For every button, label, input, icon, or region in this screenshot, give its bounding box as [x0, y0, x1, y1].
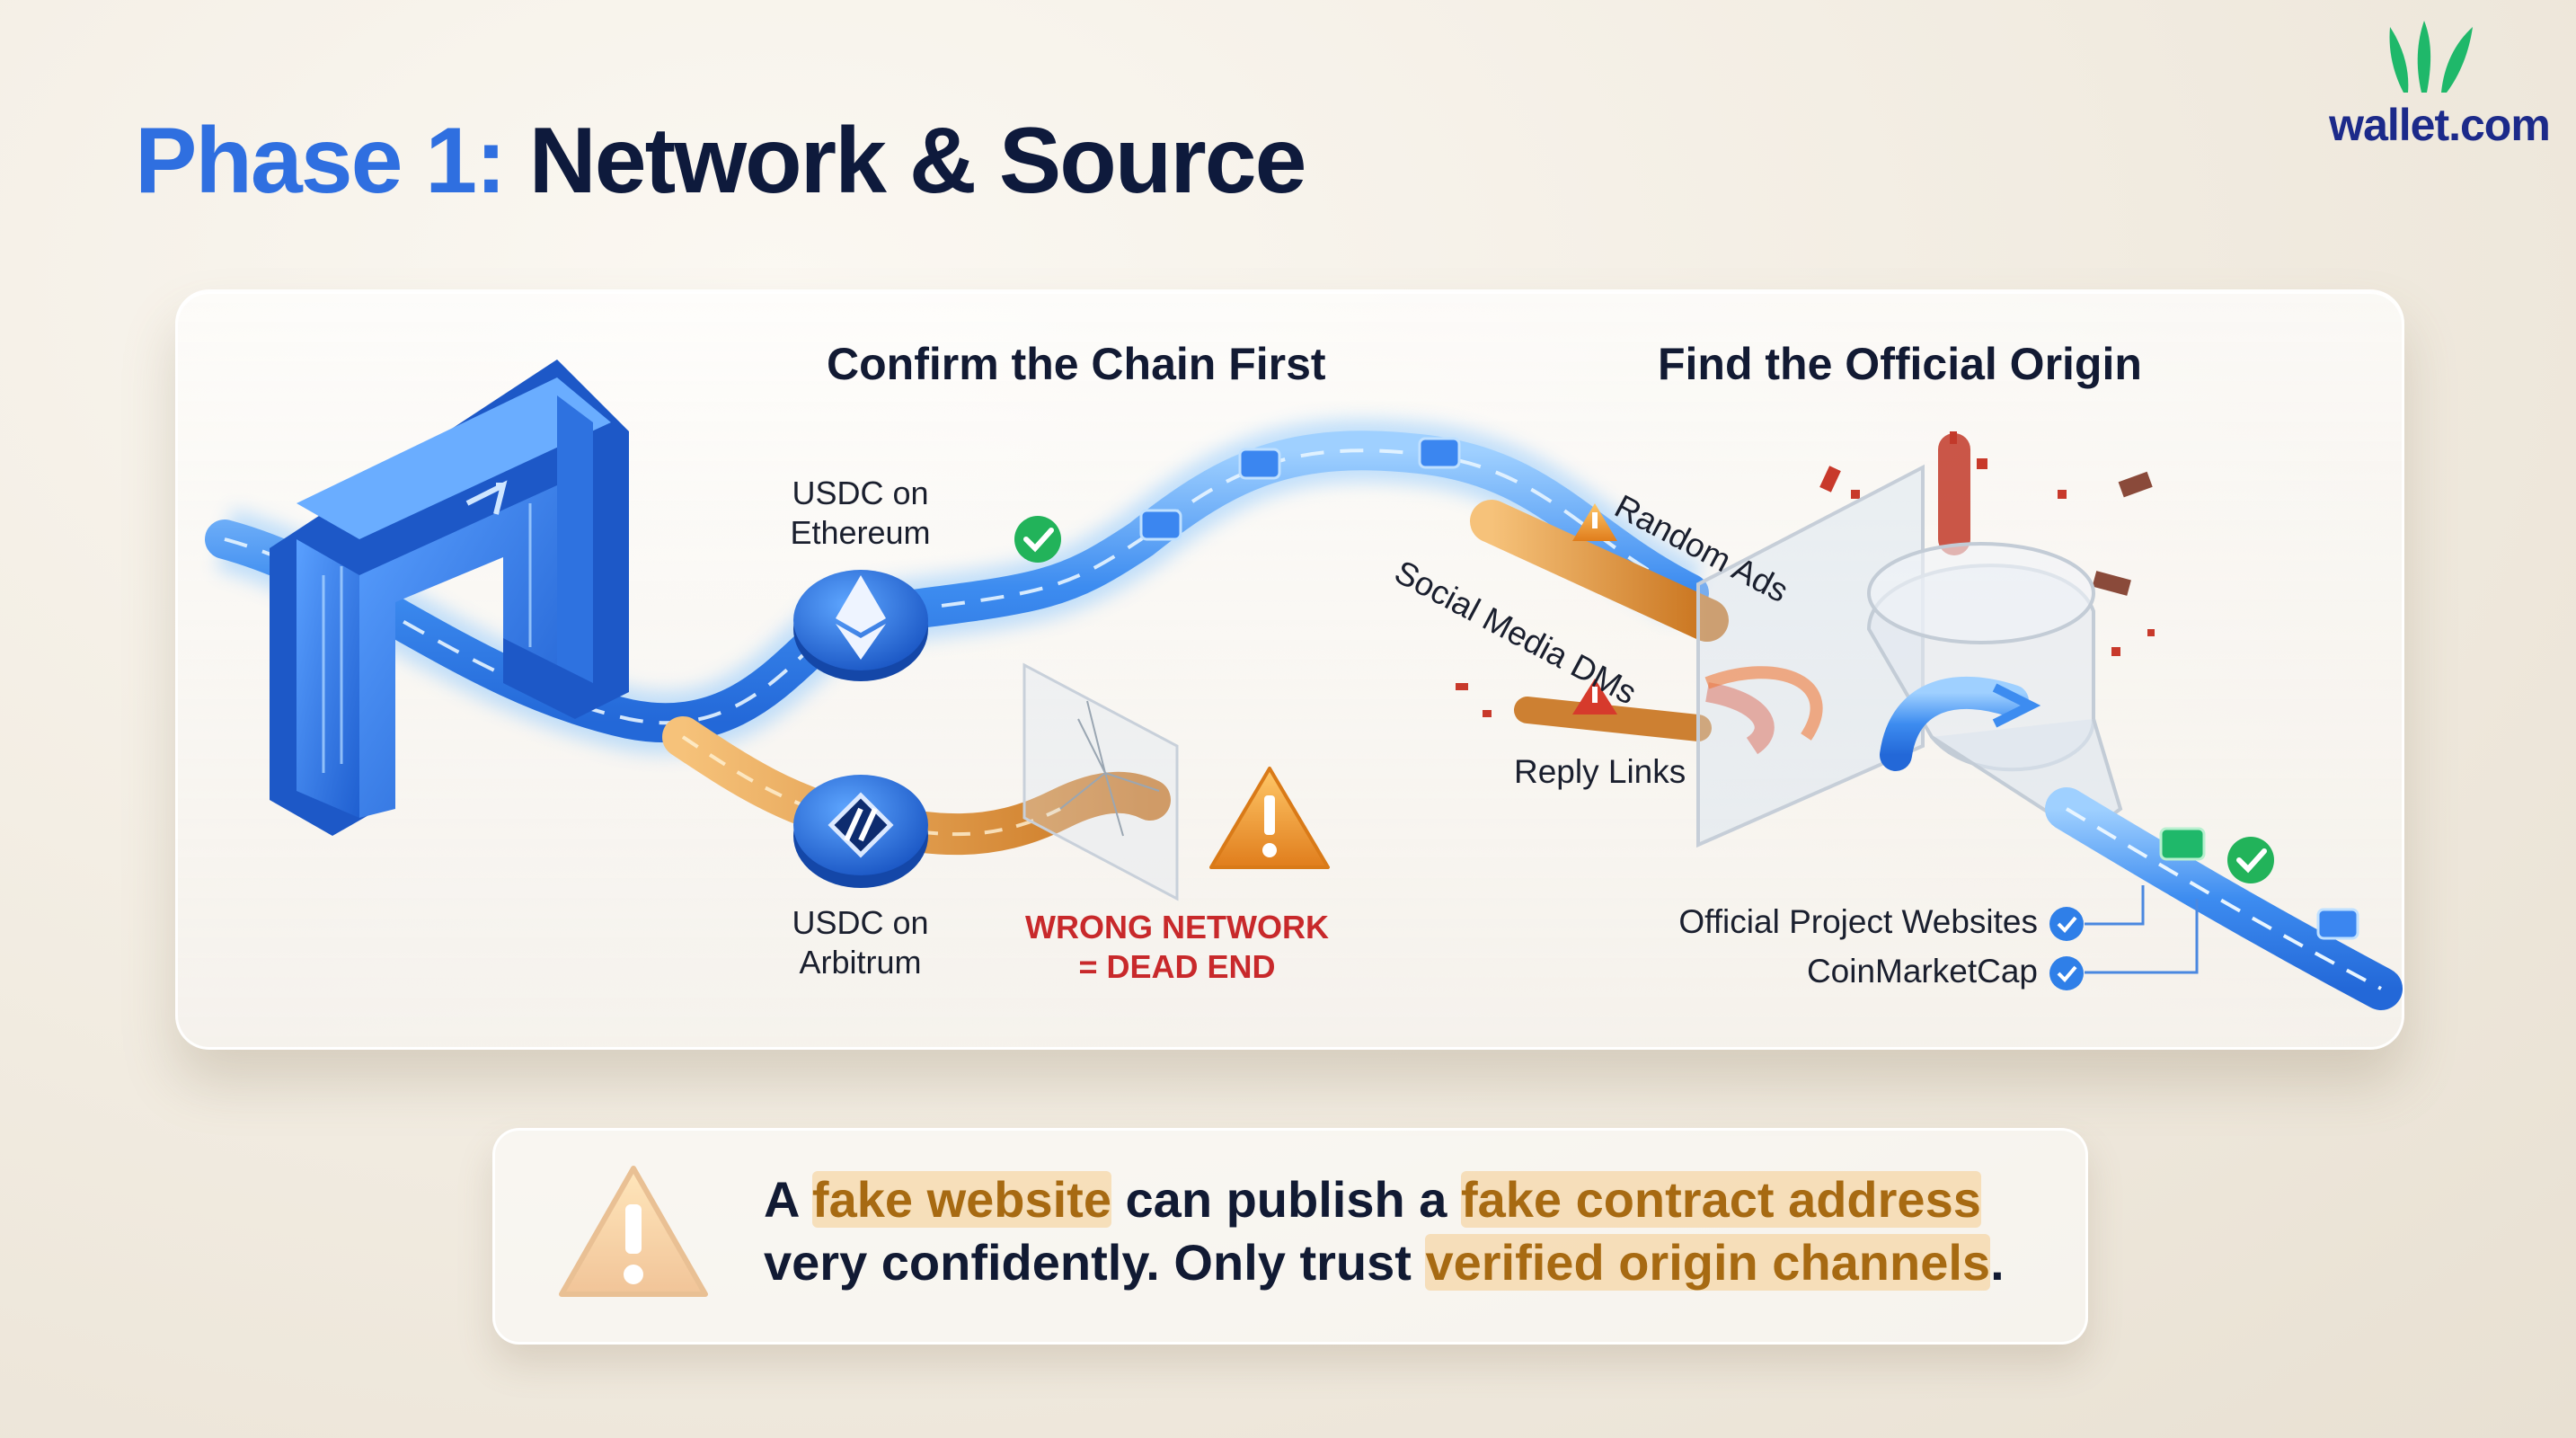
callout-highlight: fake website	[811, 1171, 1111, 1228]
glass-shield	[1696, 464, 1925, 848]
right-section-title: Find the Official Origin	[1658, 339, 2142, 389]
verified-badge-icon	[2049, 956, 2084, 990]
wrong-network-label: WRONG NETWORK = DEAD END	[1025, 909, 1329, 985]
warning-callout	[492, 1128, 2088, 1345]
callout-text-segment: very confidently. Only trust	[764, 1234, 1426, 1291]
source-reply-links: Reply Links	[1514, 753, 1686, 790]
untrusted-source-paths	[1470, 500, 1775, 755]
callout-text-segment: .	[1990, 1234, 2005, 1291]
verified-source-coinmarketcap: CoinMarketCap	[1806, 953, 2038, 990]
data-packets	[1139, 437, 1461, 541]
callout-text: A fake website can publish a fake contra…	[764, 1168, 2049, 1294]
chain-gateway-icon	[270, 360, 629, 836]
ethereum-label: USDC on Ethereum	[790, 475, 931, 551]
leaf-logo-icon	[2389, 21, 2473, 93]
callout-highlight: fake contract address	[1460, 1171, 1981, 1228]
dead-end-warning-icon	[1209, 767, 1330, 869]
title-accent: Phase 1:	[135, 109, 507, 213]
ads-warning-icon	[1572, 503, 1617, 541]
left-section-title: Confirm the Chain First	[827, 339, 1326, 389]
logo-text: wallet.com	[2329, 100, 2551, 150]
verified-badge-icon	[2049, 907, 2084, 941]
broken-glass-barrier	[1022, 662, 1179, 901]
ethereum-node	[793, 570, 928, 681]
verified-source-official-websites: Official Project Websites	[1678, 903, 2038, 940]
ethereum-icon	[836, 575, 886, 660]
arbitrum-node	[793, 775, 928, 888]
callout-text-segment: A	[764, 1171, 812, 1228]
title-rest: Network & Source	[504, 109, 1307, 213]
reply-links-warning-icon	[1572, 679, 1617, 715]
wallet-logo[interactable]: wallet.com	[2309, 16, 2570, 151]
check-icon	[1014, 516, 1061, 563]
callout-text-segment: can publish a	[1111, 1171, 1461, 1228]
callout-highlight: verified origin channels	[1425, 1234, 1991, 1291]
arbitrum-label: USDC on Arbitrum	[792, 904, 929, 981]
verified-check-icon	[2227, 837, 2274, 883]
page-title: Phase 1: Network & Source	[135, 108, 1307, 215]
verified-packet	[2159, 827, 2206, 861]
debris-particles	[1456, 431, 2155, 717]
